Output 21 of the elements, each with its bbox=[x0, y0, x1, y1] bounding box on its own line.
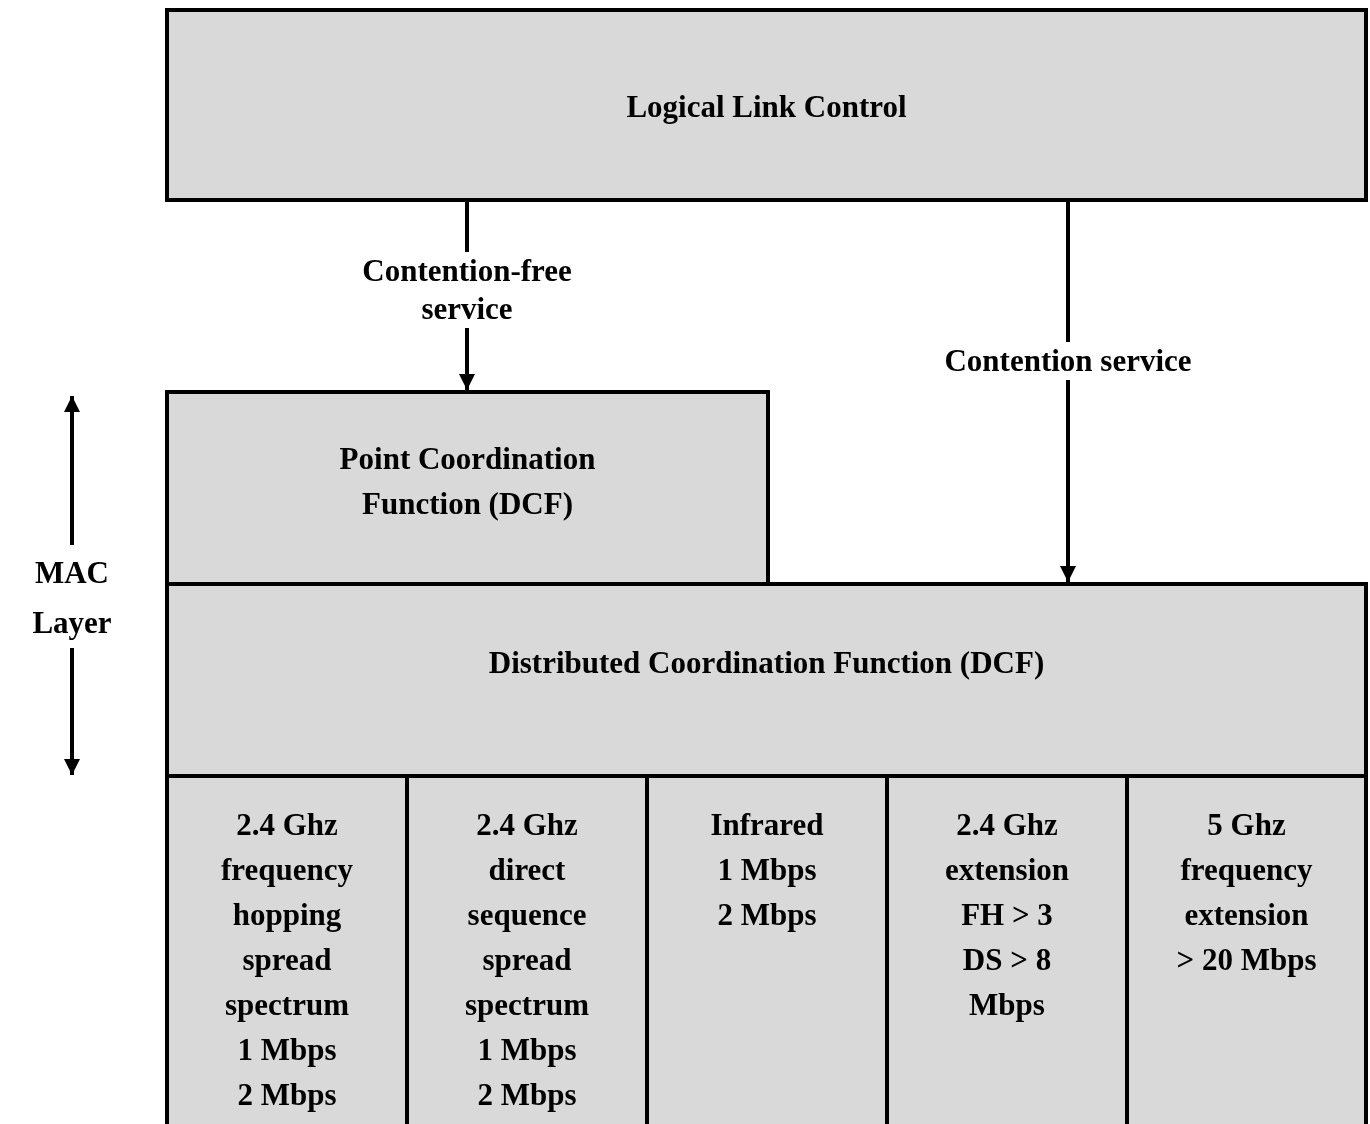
node-text: Infrared bbox=[710, 806, 824, 844]
node-text: 5 Ghz frequency extension bbox=[1179, 806, 1314, 934]
node-text: 2.4 Ghz bbox=[236, 806, 338, 844]
node-text: Distributed Coordination Function (DCF) bbox=[488, 644, 1045, 682]
node-text: direct sequence spread spectrum bbox=[464, 851, 590, 1024]
node-text: frequency hopping spread spectrum bbox=[220, 851, 354, 1024]
node-text: 2 Mbps bbox=[237, 1076, 337, 1114]
node-text: Point Coordination Function (DCF) bbox=[338, 440, 597, 523]
arrow bbox=[1060, 202, 1076, 582]
node-text: DS > 8 Mbps bbox=[961, 941, 1053, 1024]
node-text: 2.4 Ghz extension bbox=[944, 806, 1070, 889]
node-text: 2 Mbps bbox=[717, 896, 817, 934]
node-text: 1 Mbps bbox=[717, 851, 817, 889]
layer-box bbox=[165, 8, 1368, 202]
node-text: > 20 Mbps bbox=[1176, 941, 1317, 979]
node-text: 1 Mbps bbox=[237, 1031, 337, 1069]
node-text: 2.4 Ghz bbox=[476, 806, 578, 844]
node-text: 2 Mbps bbox=[477, 1076, 577, 1114]
node-text: Logical Link Control bbox=[626, 88, 907, 126]
node-text: FH > 3 bbox=[961, 896, 1053, 934]
node-text: 1 Mbps bbox=[477, 1031, 577, 1069]
